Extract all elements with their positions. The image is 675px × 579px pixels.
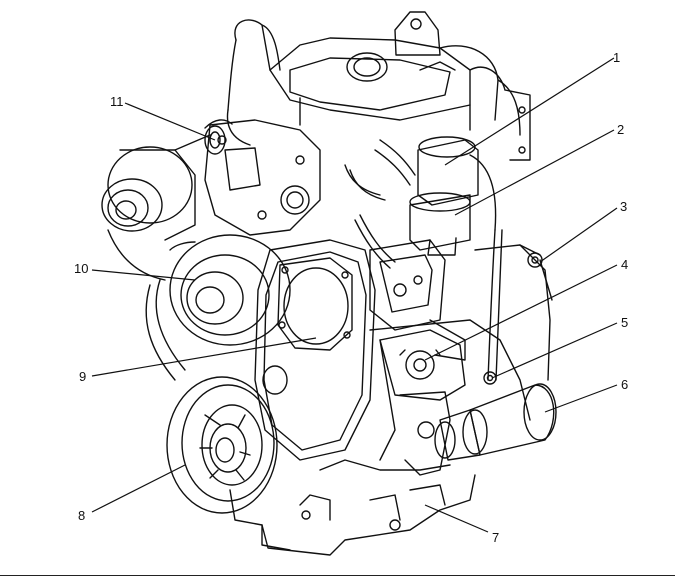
callout-7: 7 (492, 530, 499, 545)
drive-belt (107, 229, 186, 381)
leader-line-1 (444, 57, 615, 166)
callout-5: 5 (621, 315, 628, 330)
leader-line-7 (424, 504, 489, 533)
callout-8: 8 (78, 508, 85, 523)
callout-labels: 1 2 3 4 5 6 7 8 9 10 11 (74, 50, 628, 545)
damper-ring (262, 365, 288, 395)
leader-line-6 (544, 384, 618, 413)
air-intake-pipe (226, 19, 521, 146)
starter-motor (434, 383, 557, 461)
leader-line-9 (91, 337, 317, 377)
callout-2: 2 (617, 122, 624, 137)
leader-lines (91, 57, 618, 533)
water-pump-cover (277, 257, 353, 351)
leader-line-10 (91, 269, 196, 281)
fan-pulley (169, 234, 291, 346)
bottom-border (0, 575, 675, 576)
engine-block (369, 244, 553, 461)
crankshaft-pulley (166, 376, 278, 514)
callout-6: 6 (621, 377, 628, 392)
leader-line-3 (539, 207, 618, 263)
front-housing (254, 239, 376, 461)
alternator (101, 134, 211, 241)
fuel-injection-pump (369, 239, 466, 361)
leader-line-8 (91, 464, 186, 513)
lifting-bracket (394, 11, 441, 56)
callout-4: 4 (621, 257, 628, 272)
fuel-filter (409, 136, 479, 256)
oil-pressure-switch (483, 371, 497, 385)
lower-bracket (399, 391, 451, 476)
callout-1: 1 (613, 50, 620, 65)
exhaust-manifold (204, 119, 321, 236)
callout-3: 3 (620, 199, 627, 214)
leader-line-11 (124, 102, 216, 141)
oil-pan (229, 459, 476, 556)
callout-10: 10 (74, 261, 88, 276)
turbo-outlet (204, 125, 226, 155)
oil-pump (379, 329, 466, 401)
leader-line-4 (424, 264, 618, 361)
rear-bracket (504, 89, 531, 161)
leader-line-5 (491, 322, 618, 379)
callout-9: 9 (79, 369, 86, 384)
callout-11: 11 (110, 94, 124, 109)
leader-line-2 (454, 129, 615, 216)
